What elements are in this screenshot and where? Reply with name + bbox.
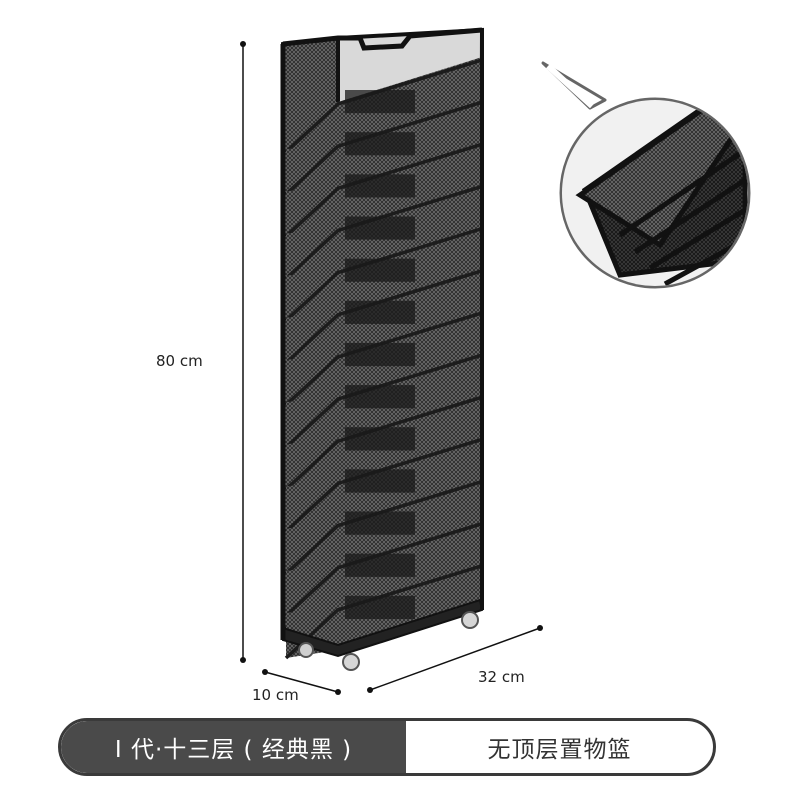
depth-dimension-line [262, 669, 341, 695]
rack-pocket-opening [345, 216, 415, 240]
rack-pocket-rim [284, 353, 483, 449]
rack-pocket-rim [284, 311, 483, 407]
rack-pocket-opening [345, 300, 415, 324]
zoom-callout [541, 61, 751, 289]
rack-pocket-opening [345, 511, 415, 535]
variant-option-selected[interactable]: Ⅰ 代·十三层 ( 经典黑 ) [61, 721, 406, 773]
rack-pocket-rim [284, 184, 483, 280]
width-dimension-line [367, 625, 543, 693]
height-label: 80 cm [156, 352, 203, 370]
rack-pocket-opening [345, 553, 415, 577]
variant-option-secondary-label: 无顶层置物篮 [487, 737, 632, 763]
rack-pocket-opening [345, 342, 415, 367]
rack-pockets [284, 57, 483, 660]
rack-pocket-rim [284, 100, 483, 196]
rack-pocket-opening [345, 174, 415, 198]
variant-option-selected-label: Ⅰ 代·十三层 ( 经典黑 ) [114, 737, 353, 763]
variant-selector[interactable]: Ⅰ 代·十三层 ( 经典黑 ) 无顶层置物篮 [58, 718, 716, 776]
rack-pocket-rim [284, 226, 483, 323]
mesh-file-rack [280, 27, 485, 671]
rack-pocket-rim [284, 437, 483, 533]
rack-pocket-opening [345, 132, 415, 156]
rack-pocket-rim [284, 58, 483, 154]
rack-pocket-rim [284, 269, 483, 365]
rack-pocket-opening [345, 427, 415, 451]
width-label: 32 cm [478, 668, 525, 686]
variant-option-secondary[interactable]: 无顶层置物篮 [406, 721, 713, 773]
rack-pocket-opening [345, 385, 415, 409]
rack-pocket-opening [345, 469, 415, 493]
rack-pocket-rim [284, 395, 483, 491]
height-dimension-line [240, 41, 246, 663]
depth-label: 10 cm [252, 686, 299, 704]
rack-pocket-rim [284, 522, 483, 618]
rack-pocket-rim [284, 142, 483, 238]
rack-pocket-opening [345, 90, 415, 114]
rack-pocket-opening [345, 595, 415, 620]
rack-pocket-opening [345, 258, 415, 282]
rack-top-rim [282, 27, 483, 51]
caster-wheels [298, 611, 479, 671]
rack-pocket-rim [284, 479, 483, 575]
